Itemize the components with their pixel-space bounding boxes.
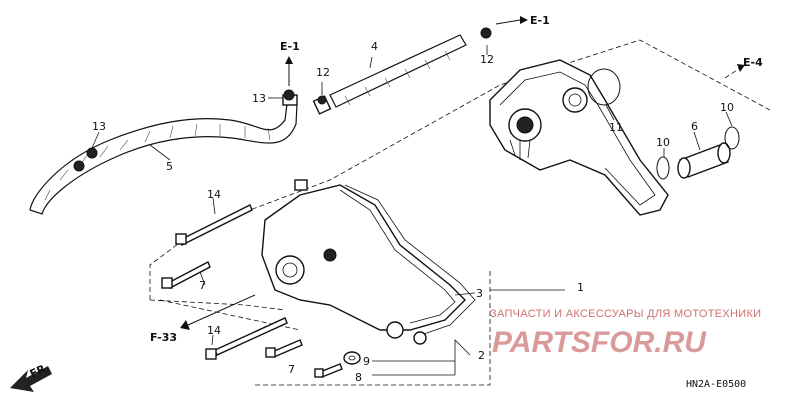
label-part-14-lower: 14 [207, 324, 221, 337]
reference-labels: E-1 E-1 E-4 F-33 FR. [28, 14, 763, 381]
watermark: ЗАПЧАСТИ И АКСЕССУАРЫ ДЛЯ МОТОТЕХНИКИ PA… [490, 308, 761, 359]
watermark-tagline: ЗАПЧАСТИ И АКСЕССУАРЫ ДЛЯ МОТОТЕХНИКИ [490, 308, 761, 320]
label-ref-e4: E-4 [743, 56, 763, 69]
hose-5 [29, 94, 298, 215]
label-ref-e1-left: E-1 [280, 40, 300, 53]
clamps [86, 27, 492, 159]
label-part-12-right: 12 [480, 53, 494, 66]
joint-pipe-6 [656, 126, 740, 180]
hose-4 [312, 34, 467, 115]
label-part-4: 4 [371, 40, 378, 53]
diagram-code: HN2A-E0500 [686, 379, 746, 390]
leader-lines [91, 45, 733, 376]
label-part-9: 9 [363, 355, 370, 368]
assembly-outlines [149, 39, 771, 386]
bolts [161, 204, 361, 378]
label-part-3: 3 [476, 287, 483, 300]
label-part-6: 6 [691, 120, 698, 133]
label-part-10-left: 10 [656, 136, 670, 149]
label-part-10-right: 10 [720, 101, 734, 114]
watermark-brand: PARTSFOR.RU [492, 326, 707, 359]
pump-cover [261, 179, 476, 345]
label-part-11: 11 [609, 121, 623, 134]
label-front: FR. [28, 360, 52, 380]
label-part-13-center: 13 [252, 92, 266, 105]
label-part-1: 1 [577, 281, 584, 294]
label-part-8: 8 [355, 371, 362, 384]
label-ref-f33: F-33 [150, 331, 177, 344]
label-part-14-upper: 14 [207, 188, 221, 201]
label-part-2: 2 [478, 349, 485, 362]
front-arrow [10, 366, 52, 392]
label-part-12-left: 12 [316, 66, 330, 79]
part-labels: 1 2 3 4 5 6 7 7 8 9 10 10 11 12 12 13 13… [92, 40, 734, 384]
label-ref-e1-top: E-1 [530, 14, 550, 27]
o-ring-11 [587, 68, 621, 106]
label-part-7-lower: 7 [288, 363, 295, 376]
water-pump-body [489, 59, 669, 216]
reference-arrows [10, 16, 745, 392]
label-part-5: 5 [166, 160, 173, 173]
label-part-7-upper: 7 [199, 279, 206, 292]
label-part-13-left: 13 [92, 120, 106, 133]
